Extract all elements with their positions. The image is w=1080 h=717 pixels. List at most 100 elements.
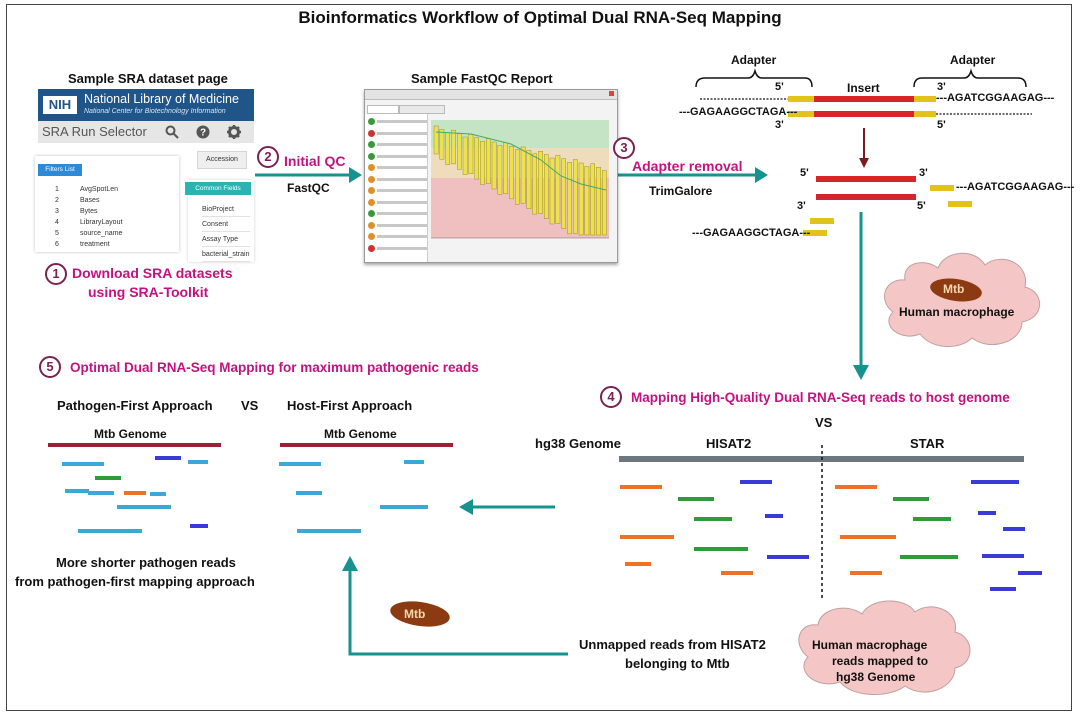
read-segment [765, 514, 783, 518]
mtb-bottom-shape [390, 601, 450, 627]
fastqc-module-row [377, 177, 427, 181]
fastqc-module-icon [368, 210, 375, 217]
common-fields-header: Common Fields [185, 182, 251, 195]
fastqc-box [520, 146, 526, 204]
arrowhead-unmapped-return [342, 556, 358, 571]
fastqc-box [509, 146, 514, 200]
step1-caption-line1: Download SRA datasets [72, 265, 233, 281]
read-segment [404, 460, 424, 464]
removed-right-sequence: ---AGATCGGAAGAG--- [956, 181, 1075, 193]
read-segment [117, 505, 171, 509]
hisat2-label: HISAT2 [706, 436, 752, 451]
gear-icon[interactable] [227, 125, 241, 139]
top-five-prime: 5' [775, 81, 784, 93]
read-segment [694, 517, 732, 521]
read-segment [978, 511, 996, 515]
read-segment [95, 476, 121, 480]
cloud-bottom-line3: hg38 Genome [836, 670, 916, 684]
filter-number: 1 [55, 186, 59, 193]
fastqc-module-icon [368, 141, 375, 148]
fastqc-box [532, 153, 537, 215]
fastqc-box [445, 132, 451, 165]
bottom-adapter-right [914, 111, 936, 117]
filter-number: 4 [55, 219, 59, 226]
diagram-frame [6, 4, 1072, 711]
fastqc-module-row [377, 120, 427, 123]
arrow-unmapped-return [348, 568, 568, 656]
cloud-top-label: Human macrophage [899, 305, 1015, 319]
adapter-right-brace [913, 68, 1027, 88]
adapter-left-brace [695, 68, 813, 88]
accession-box: Accession [197, 151, 247, 169]
fastqc-module-row [377, 131, 427, 135]
sra-selector-bar: SRA Run Selector ? [38, 121, 254, 143]
step3-tool: TrimGalore [649, 184, 713, 198]
fastqc-module-icon [368, 221, 375, 229]
step5-label: Optimal Dual RNA-Seq Mapping for maximum… [70, 360, 479, 375]
step4-label: Mapping High-Quality Dual RNA-Seq reads … [631, 390, 1010, 405]
fastqc-boxes [433, 125, 607, 236]
common-field-item[interactable]: BioProject [202, 206, 250, 217]
top-insert [814, 96, 914, 102]
cloud-bottom-shape [798, 600, 971, 696]
read-segments [62, 456, 1042, 591]
fastqc-panel-title: Sample FastQC Report [411, 71, 553, 86]
read-segment [840, 535, 896, 539]
fastqc-box [572, 159, 578, 234]
fastqc-box [486, 138, 491, 184]
top-adapter-left [788, 96, 814, 102]
mtb-genome-bar-left [48, 443, 221, 447]
read-segment [990, 587, 1016, 591]
bottom-left-sequence: ---GAGAAGGCTAGA--- [679, 106, 798, 118]
fastqc-box [433, 125, 439, 155]
common-field-item[interactable]: Assay Type [202, 236, 250, 247]
mtb-genome-left-label: Mtb Genome [94, 427, 167, 441]
bottom-insert [814, 111, 914, 117]
mtb-genome-right-label: Mtb Genome [324, 427, 397, 441]
read-segment [1018, 571, 1042, 575]
fastqc-module-icon [368, 164, 375, 171]
step2-number: 2 [257, 146, 279, 168]
fastqc-module-row [377, 143, 427, 146]
diagram-title: Bioinformatics Workflow of Optimal Dual … [298, 8, 782, 27]
help-icon[interactable]: ? [196, 125, 210, 139]
trimmed-bottom-five-prime: 5' [917, 200, 926, 212]
mtb-top-label: Mtb [943, 282, 965, 296]
bottom-three-prime: 3' [775, 119, 784, 131]
step5-vs: VS [241, 398, 259, 413]
fastqc-box [451, 129, 456, 165]
common-field-item[interactable]: bacterial_strain [202, 251, 250, 262]
step4-vs: VS [815, 415, 833, 430]
conclusion-line1: More shorter pathogen reads [56, 555, 236, 570]
adapter-right-label: Adapter [950, 53, 996, 67]
filter-item[interactable]: Bytes [80, 208, 98, 215]
arrowhead-step2 [349, 167, 362, 183]
trimmed-insert-top [816, 176, 916, 182]
unmapped-line2: belonging to Mtb [625, 656, 730, 671]
filters-header: Filters List [38, 164, 82, 176]
arrowhead-to-host-first [459, 499, 473, 515]
filter-item[interactable]: Bases [80, 197, 100, 204]
fastqc-module-row [377, 154, 427, 158]
read-segment [279, 462, 321, 466]
fastqc-module-row [377, 200, 427, 204]
cloud-bottom-line1: Human macrophage [812, 638, 928, 652]
host-first-label: Host-First Approach [287, 398, 413, 413]
fastqc-module-row [377, 166, 427, 169]
search-icon[interactable] [165, 125, 179, 139]
fastqc-titlebar [365, 90, 617, 100]
common-field-item[interactable]: Consent [202, 221, 250, 232]
read-segment [62, 462, 104, 466]
step5-number: 5 [39, 356, 61, 378]
fastqc-box [538, 151, 543, 214]
read-segment [380, 505, 428, 509]
fastqc-box [561, 158, 567, 229]
read-segment [188, 460, 208, 464]
fastqc-module-icon [368, 152, 375, 160]
fastqc-box [596, 167, 601, 236]
filter-item[interactable]: LibraryLayout [80, 219, 123, 226]
fastqc-module-row [377, 235, 427, 238]
filter-item[interactable]: AvgSpotLen [80, 186, 119, 193]
filter-item[interactable]: source_name [80, 230, 123, 237]
filter-item[interactable]: treatment [80, 241, 110, 248]
